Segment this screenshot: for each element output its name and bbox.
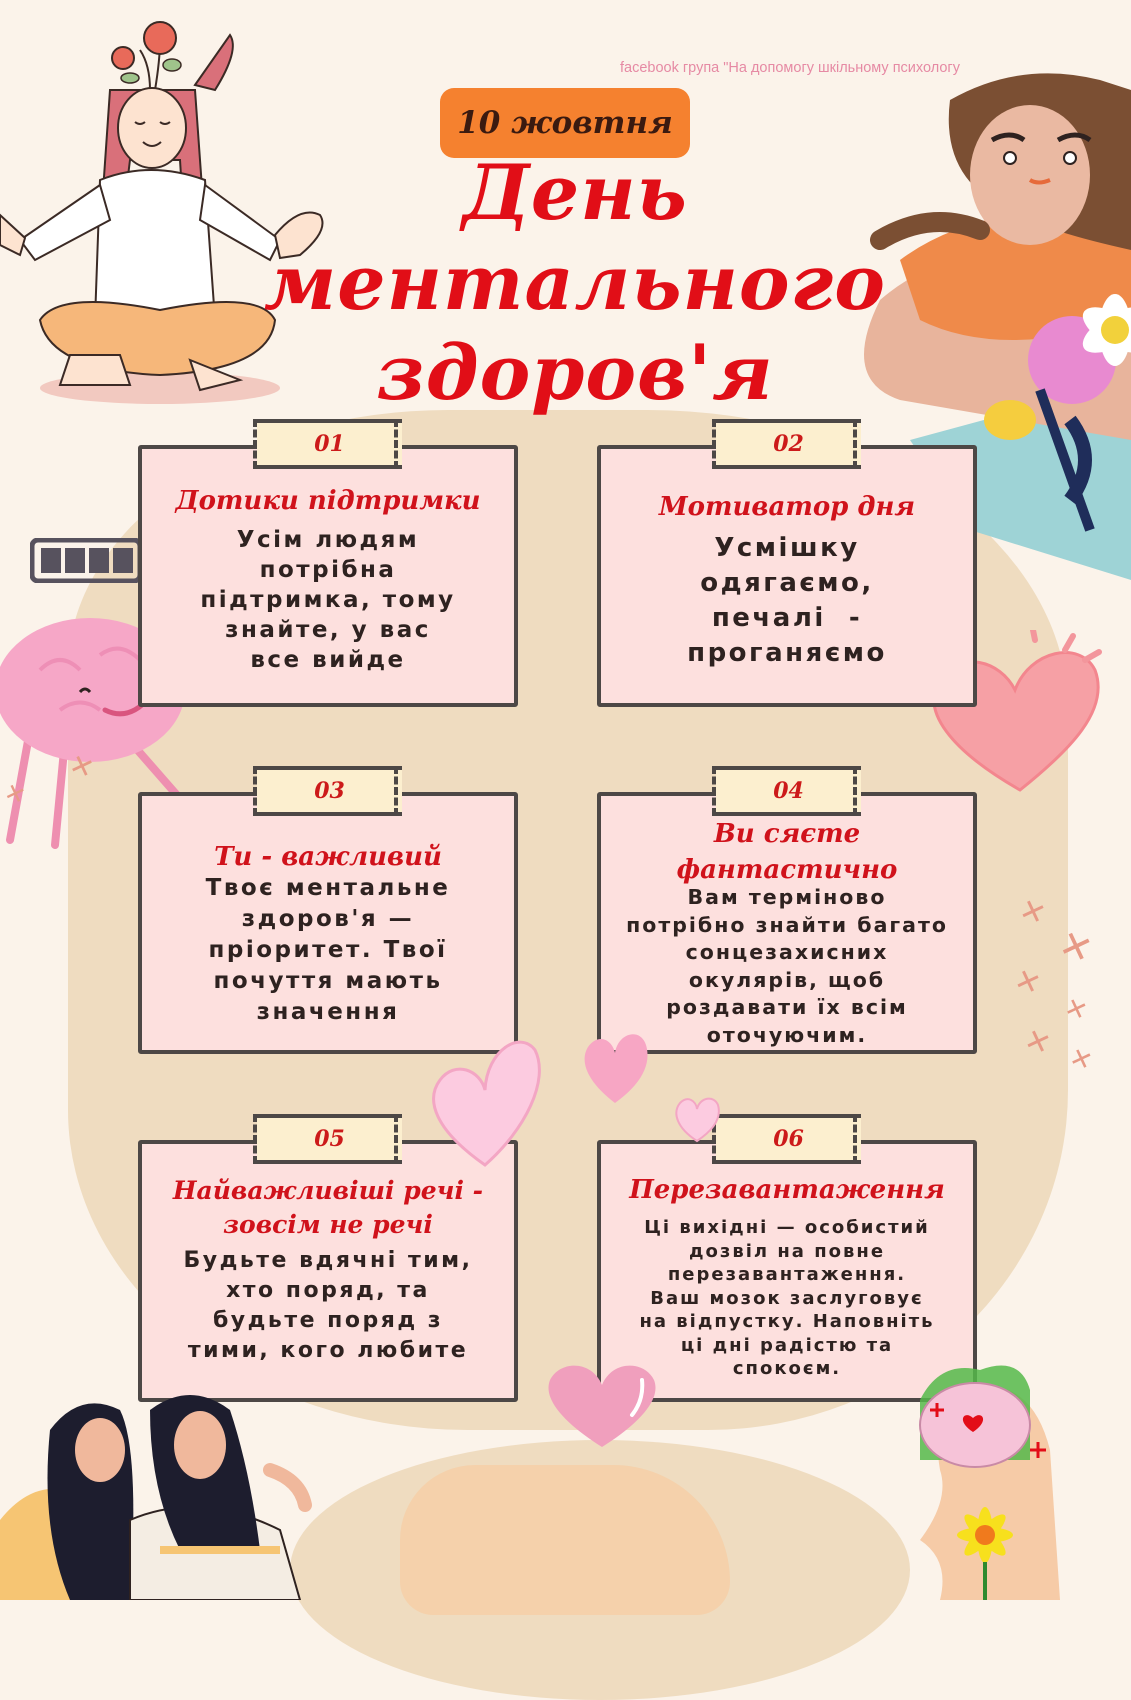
tip-card-06: 06 Перезавантаження Ці вихідні — особист… [597,1114,977,1402]
card-body-line: сонцезахисних [685,940,889,964]
card-body-line: значення [256,999,400,1025]
two-women-hugging-illustration [0,1395,312,1600]
woman-with-flowers-illustration [864,73,1131,580]
card-body-line: все вийде [250,647,406,673]
meditating-woman-illustration [0,21,324,404]
card-body-line: перезавантаження. [667,1264,907,1285]
date-badge: 10 жовтня [440,88,690,158]
card-title-line: Ви сяєте [713,819,861,849]
card-body-line: Усім людям [236,527,420,553]
card-body-line: здоров'я — [241,906,415,932]
card-body: Усім людям потрібна підтримка, тому знай… [142,525,514,675]
card-number-tape: 06 [712,1114,861,1164]
tip-card-04: 04 Ви сяєте фантастично Вам терміново по… [597,766,977,1054]
brain-head-flower-illustration [919,1365,1060,1600]
card-title: Ти - важливий [214,842,442,872]
card-body: Усмішку одягаємо, печалі - проганяємо [601,531,973,671]
title-line: здоров'я [376,328,774,417]
card-body-line: одягаємо, [700,568,874,598]
card-body-line: печалі - [711,603,863,633]
facebook-group-watermark: facebook група "На допомогу шкільному пс… [620,60,960,76]
card-body-line: пріоритет. Твої [208,937,448,963]
card-body-line: ці дні радістю та [680,1334,894,1356]
card-body-line: проганяємо [687,638,887,668]
card-number-tape: 05 [253,1114,402,1164]
card-body-line: будьте поряд з [212,1308,444,1333]
x-mark-decoration: ✕ [1065,1042,1097,1078]
card-title: Найважливіші речі - зовсім не речі [142,1174,514,1242]
card-title-line: Найважливіші речі - [172,1176,484,1205]
card-body-line: Ці вихідні — особистий [644,1217,930,1238]
card-body-line: знайте, у вас [225,617,431,643]
card-body-line: спокоєм. [732,1358,842,1379]
heart-icon [548,1365,656,1447]
card-title: Мотиватор дня [658,492,916,522]
heart-icon [584,1034,648,1103]
card-number-tape: 03 [253,766,402,816]
open-hand-shape [400,1465,730,1615]
title-line: ментального [264,238,886,327]
card-title: Ви сяєте фантастично [601,816,973,888]
card-body: Будьте вдячні тим, хто поряд, та будьте … [142,1246,514,1366]
card-body: Вам терміново потрібно знайти багато сон… [601,884,973,1049]
card-body-line: Ваш мозок заслуговує [650,1287,924,1309]
battery-full-icon [30,538,148,583]
card-body-line: дозвіл на повне [688,1240,886,1262]
tip-card-03: 03 Ти - важливий Твоє ментальне здоров'я… [138,766,518,1054]
heart-icon [675,1097,720,1143]
card-number-tape: 04 [712,766,861,816]
card-body-line: на відпустку. Наповніть [639,1311,935,1332]
card-body-line: Усмішку [714,533,860,563]
title-line: День [462,148,688,237]
card-body-line: тими, кого любите [187,1338,469,1363]
card-body-line: окулярів, щоб [688,967,886,992]
card-body-line: роздавати їх всім [666,995,908,1019]
card-body-line: підтримка, тому [200,587,456,613]
card-body-line: Вам терміново [687,885,887,909]
card-body: Твоє ментальне здоров'я — пріоритет. Тво… [142,873,514,1028]
card-title-line: зовсім не речі [223,1210,433,1239]
card-body-line: потрібна [259,557,397,583]
card-number-tape: 01 [253,419,402,469]
card-body-line: Твоє ментальне [205,875,451,901]
card-number-tape: 02 [712,419,861,469]
card-title-line: фантастично [676,855,898,885]
heart-icon [432,1040,541,1167]
card-body: Ці вихідні — особистий дозвіл на повне п… [601,1216,973,1381]
card-title: Перезавантаження [629,1175,945,1205]
card-title: Дотики підтримки [175,486,481,516]
tip-card-02: 02 Мотиватор дня Усмішку одягаємо, печал… [597,419,977,707]
card-body-line: хто поряд, та [226,1278,430,1303]
card-body-line: оточуючим. [706,1022,868,1047]
card-body-line: потрібно знайти багато [626,912,948,937]
tip-card-05: 05 Найважливіші речі - зовсім не речі Бу… [138,1114,518,1402]
tip-card-01: 01 Дотики підтримки Усім людям потрібна … [138,419,518,707]
card-body-line: Будьте вдячні тим, [183,1248,473,1273]
card-body-line: почуття мають [213,968,443,994]
page-title: День ментального здоров'я [250,148,900,418]
